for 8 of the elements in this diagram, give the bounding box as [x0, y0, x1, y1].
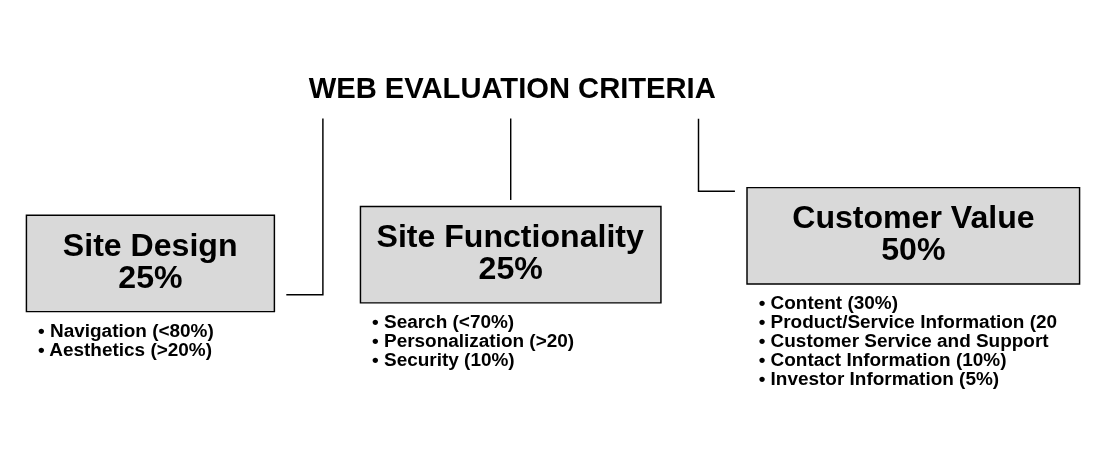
node-label: • Navigation (<80%)	[38, 320, 214, 341]
node-text: WEB EVALUATION CRITERIA	[308, 71, 716, 104]
connector	[697, 117, 736, 192]
node-label: • Search (<70%)	[372, 311, 515, 333]
node-label: • Content (30%)	[758, 292, 898, 314]
connector	[285, 117, 324, 296]
node-label: • Security (10%)	[372, 349, 515, 371]
connector	[509, 117, 512, 201]
